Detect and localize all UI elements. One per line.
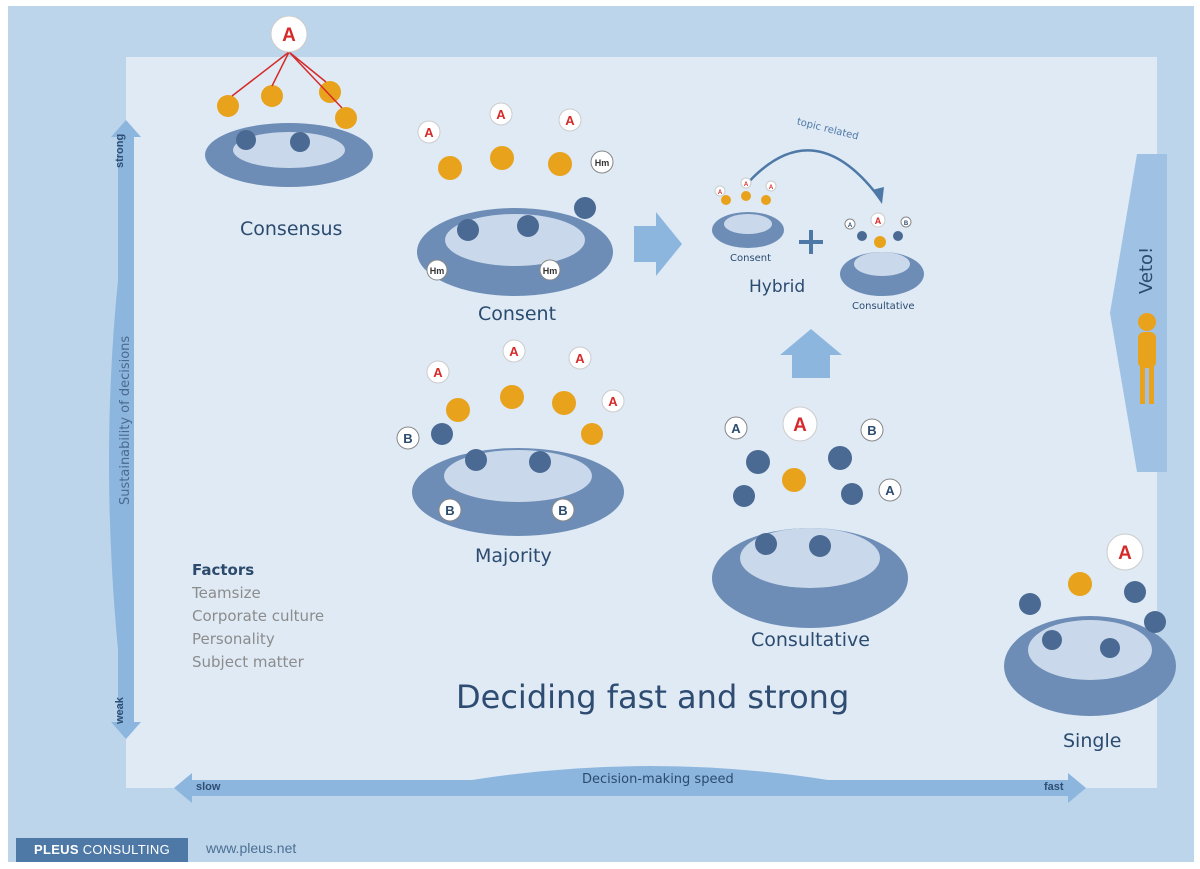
speech-bubble-a: A xyxy=(601,389,625,413)
hybrid-consent-illustration xyxy=(712,191,784,248)
speech-text: B xyxy=(445,503,454,518)
speech-bubble-a: A xyxy=(724,416,748,440)
speech-text: B xyxy=(904,221,909,227)
hybrid-plus-icon xyxy=(799,230,823,254)
brand-rest: CONSULTING xyxy=(78,842,171,857)
factor-item: Personality xyxy=(192,630,275,648)
consultative-team-illustration xyxy=(712,446,908,628)
speech-bubble-hm: Hm xyxy=(590,150,614,174)
factor-item: Subject matter xyxy=(192,653,304,671)
speech-bubble-a: A xyxy=(714,185,726,197)
speech-text: Hm xyxy=(543,266,558,276)
speech-text: A xyxy=(575,351,585,366)
speech-bubble-a: A xyxy=(502,339,526,363)
x-axis-left-label: slow xyxy=(196,781,221,793)
x-axis-right-label: fast xyxy=(1044,781,1064,793)
consensus-label: Consensus xyxy=(240,218,343,240)
speech-text: A xyxy=(885,483,895,498)
brand-logo: PLEUS CONSULTING xyxy=(16,838,188,862)
speech-bubble-a: A xyxy=(844,218,856,230)
y-axis-arrow xyxy=(109,120,141,739)
speech-bubble-a: A xyxy=(270,15,308,53)
speech-text: A xyxy=(496,107,506,122)
speech-text: A xyxy=(1118,543,1132,564)
factors-list: Factors Teamsize Corporate culture Perso… xyxy=(192,559,324,674)
speech-text: A xyxy=(565,113,575,128)
factors-heading: Factors xyxy=(192,561,255,579)
hybrid-consent-label: Consent xyxy=(730,253,772,264)
speech-bubble-b: B xyxy=(900,216,912,228)
y-axis-label: Sustainability of decisions xyxy=(118,335,133,505)
speech-text: A xyxy=(875,216,882,226)
speech-bubble-a: A xyxy=(417,120,441,144)
consent-to-hybrid-arrow xyxy=(634,212,682,276)
consensus-team-illustration xyxy=(205,51,373,187)
speech-bubble-a: A xyxy=(870,212,886,228)
speech-text: Hm xyxy=(595,158,610,168)
speech-text: A xyxy=(282,25,296,46)
consent-team-illustration xyxy=(417,146,613,296)
speech-bubble-b: B xyxy=(551,498,575,522)
speech-bubble-b: B xyxy=(438,498,462,522)
hybrid-consultative-label: Consultative xyxy=(852,301,915,312)
consent-label: Consent xyxy=(478,303,557,325)
single-label: Single xyxy=(1063,730,1122,752)
speech-bubble-hm: Hm xyxy=(539,259,561,281)
y-axis-bottom-label: weak xyxy=(114,697,126,724)
speech-text: A xyxy=(769,185,774,191)
speech-text: A xyxy=(793,415,807,436)
diagram-title: Deciding fast and strong xyxy=(456,678,850,716)
single-team-illustration xyxy=(1004,572,1176,716)
factor-item: Corporate culture xyxy=(192,607,325,625)
brand-bold: PLEUS xyxy=(33,842,79,857)
hybrid-consultative-illustration xyxy=(840,231,924,296)
speech-bubble-a: A xyxy=(1106,533,1144,571)
consultative-to-hybrid-arrow xyxy=(780,329,842,378)
x-axis-label: Decision-making speed xyxy=(582,772,734,787)
website-link[interactable]: www.pleus.net xyxy=(206,840,297,856)
speech-text: A xyxy=(608,394,618,409)
speech-text: A xyxy=(718,190,723,196)
speech-text: A xyxy=(424,125,434,140)
speech-bubble-a: A xyxy=(878,478,902,502)
x-axis-arrow xyxy=(174,766,1086,803)
speech-bubble-a: A xyxy=(765,180,777,192)
speech-bubble-hm: Hm xyxy=(426,259,448,281)
speech-text: A xyxy=(848,223,853,229)
veto-label: Veto! xyxy=(1136,246,1157,294)
speech-text: A xyxy=(744,182,749,188)
speech-text: A xyxy=(509,344,519,359)
speech-text: B xyxy=(558,503,567,518)
majority-label: Majority xyxy=(475,545,552,567)
consultative-label: Consultative xyxy=(751,629,870,651)
speech-text: Hm xyxy=(430,266,445,276)
speech-text: B xyxy=(867,423,876,438)
speech-bubble-a: A xyxy=(740,177,752,189)
factor-item: Teamsize xyxy=(192,584,261,602)
speech-bubble-a: A xyxy=(568,346,592,370)
speech-text: A xyxy=(731,421,741,436)
hybrid-label: Hybrid xyxy=(749,277,806,297)
speech-text: B xyxy=(403,431,412,446)
speech-bubble-a: A xyxy=(489,102,513,126)
y-axis-top-label: strong xyxy=(114,133,126,168)
speech-text: A xyxy=(433,365,443,380)
speech-bubble-a: A xyxy=(782,406,818,442)
speech-bubble-a: A xyxy=(558,108,582,132)
speech-bubble-b: B xyxy=(860,418,884,442)
veto-person-figure xyxy=(1138,313,1156,404)
topic-related-arrow xyxy=(744,149,879,197)
speech-bubble-a: A xyxy=(426,360,450,384)
speech-bubble-b: B xyxy=(396,426,420,450)
